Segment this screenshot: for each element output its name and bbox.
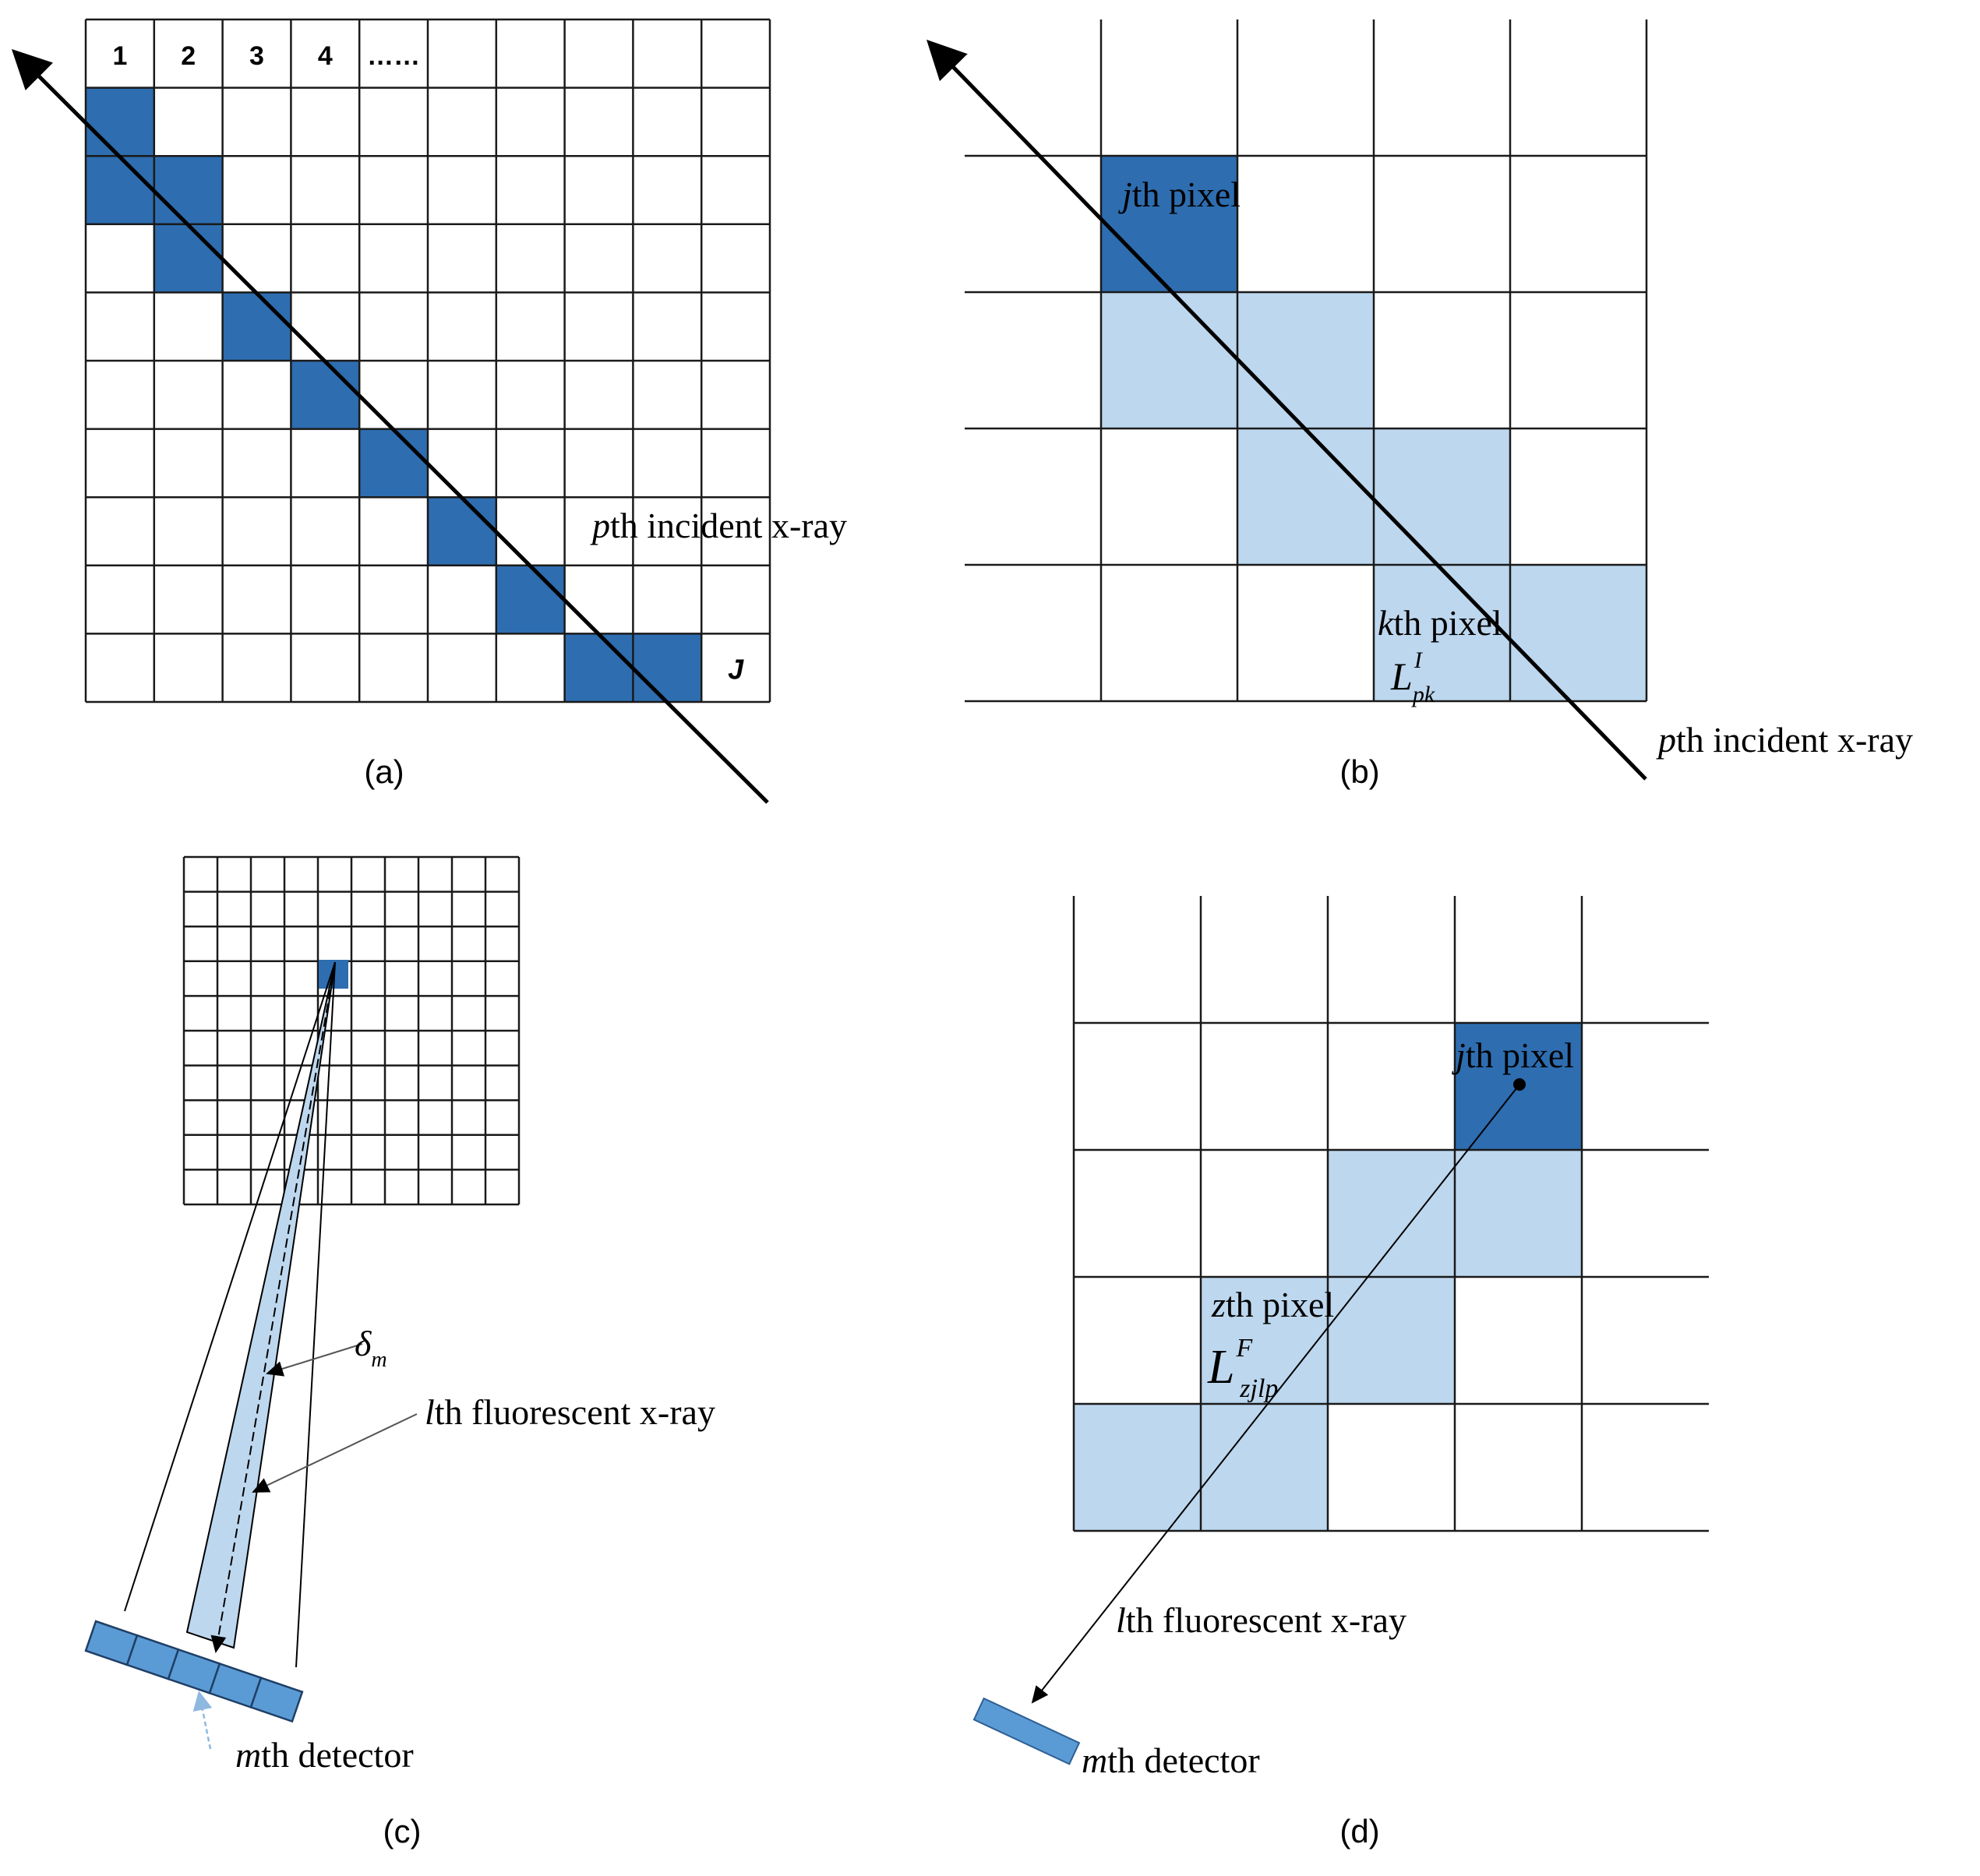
panel-c-fluorescent-cone <box>185 961 336 1649</box>
panel-d-pixel-on-path <box>1201 1277 1328 1404</box>
panel-b-k-pixel-label: kth pixel <box>1378 603 1502 643</box>
panel-a-pixel-on-ray <box>633 633 702 702</box>
panel-d-pixel-on-path <box>1455 1150 1582 1277</box>
panel-a-pixel-on-ray <box>154 156 223 224</box>
panel-c-caption: (c) <box>383 1813 422 1850</box>
panel-d-highlighted-pixels <box>1074 1023 1582 1531</box>
panel-c-detector-array <box>84 1620 304 1723</box>
panel-b-ray-label: pth incident x-ray <box>1656 720 1913 760</box>
panel-a-pixel-on-ray <box>428 497 496 566</box>
panel-c-fluor-label: lth fluorescent x-ray <box>425 1392 715 1432</box>
panel-c-boundary-ray-right <box>295 961 336 1668</box>
panel-a-pixel-on-ray <box>496 565 565 634</box>
panel-a-column-label: 4 <box>318 41 333 71</box>
panel-d-z-pixel-label: zth pixel <box>1211 1285 1334 1324</box>
panel-a-column-label: 2 <box>181 41 196 71</box>
panel-c-fluor-leader <box>252 1413 418 1493</box>
panel-b-pixel-on-path <box>1237 292 1374 428</box>
panel-b-caption: (b) <box>1339 753 1379 790</box>
panel-a-pixel-on-ray <box>359 428 428 498</box>
panel-d-emission-point <box>1513 1078 1526 1091</box>
panel-d-detector-label: mth detector <box>1082 1740 1260 1780</box>
panel-c: δm lth fluorescent x-ray mth detector (c… <box>84 855 715 1850</box>
panel-a-highlighted-pixels <box>86 87 702 702</box>
panel-a-pixel-on-ray <box>86 87 154 157</box>
panel-b-incident-ray <box>926 39 1647 781</box>
panel-d-j-pixel-label: jth pixel <box>1452 1035 1574 1075</box>
panel-a-column-label: 3 <box>249 41 264 71</box>
panel-a-pixel-grid <box>84 18 771 704</box>
panel-a-pixel-on-ray <box>86 156 154 224</box>
panel-d-fluorescent-ray <box>1031 1084 1520 1704</box>
panel-d-fluor-label: lth fluorescent x-ray <box>1116 1600 1406 1640</box>
panel-c-angle-label: δm <box>355 1324 387 1372</box>
panel-c-center-ray <box>210 961 336 1653</box>
panel-d-pixel-grid <box>1072 896 1709 1532</box>
panel-c-boundary-ray-left <box>124 961 336 1612</box>
panel-b-pixel-on-path <box>1101 292 1237 428</box>
panel-c-detector-element <box>249 1676 304 1723</box>
panel-b-pixel-on-path <box>1237 428 1374 565</box>
panel-c-detector-leader <box>192 1691 213 1750</box>
panel-a-caption: (a) <box>364 753 404 790</box>
panel-a-pixel-on-ray <box>564 633 634 702</box>
panel-b-highlighted-pixels <box>1101 156 1646 701</box>
panel-b-j-pixel-label: jth pixel <box>1118 175 1241 214</box>
panel-a-incident-ray <box>11 48 769 804</box>
panel-b-pixel-grid <box>965 19 1648 703</box>
panel-c-detector-label: mth detector <box>235 1735 414 1775</box>
panel-b-pixel-on-path <box>1374 565 1510 701</box>
panel-a-column-label: …… <box>367 41 420 71</box>
panel-d-detector <box>972 1697 1081 1765</box>
panel-b-pixel-on-path <box>1374 428 1510 565</box>
panel-c-angle-leader <box>266 1343 363 1377</box>
panel-a-pixel-on-ray <box>222 292 291 361</box>
panel-d-pixel-on-path <box>1328 1150 1455 1277</box>
panel-d-caption: (d) <box>1339 1813 1379 1850</box>
panel-b-j-pixel <box>1101 156 1237 292</box>
panel-a-column-labels: 1 2 3 4 …… J <box>112 41 744 685</box>
panel-a-ray-label: pth incident x-ray <box>590 506 847 545</box>
panel-a-pixel-on-ray <box>291 361 360 429</box>
panel-a-last-pixel-label: J <box>728 653 744 685</box>
panel-a-column-label: 1 <box>112 41 127 71</box>
panel-b-pixel-on-path <box>1510 565 1646 701</box>
panel-d-pixel-on-path <box>1328 1277 1455 1404</box>
panel-d-pixel-on-path <box>1201 1404 1328 1531</box>
panel-a: 1 2 3 4 …… J pth incident x-ray (a) <box>11 18 847 804</box>
panel-a-pixel-on-ray <box>154 224 223 293</box>
panel-c-pixel-grid <box>182 855 521 1206</box>
panel-d-pixel-on-path <box>1074 1404 1201 1531</box>
